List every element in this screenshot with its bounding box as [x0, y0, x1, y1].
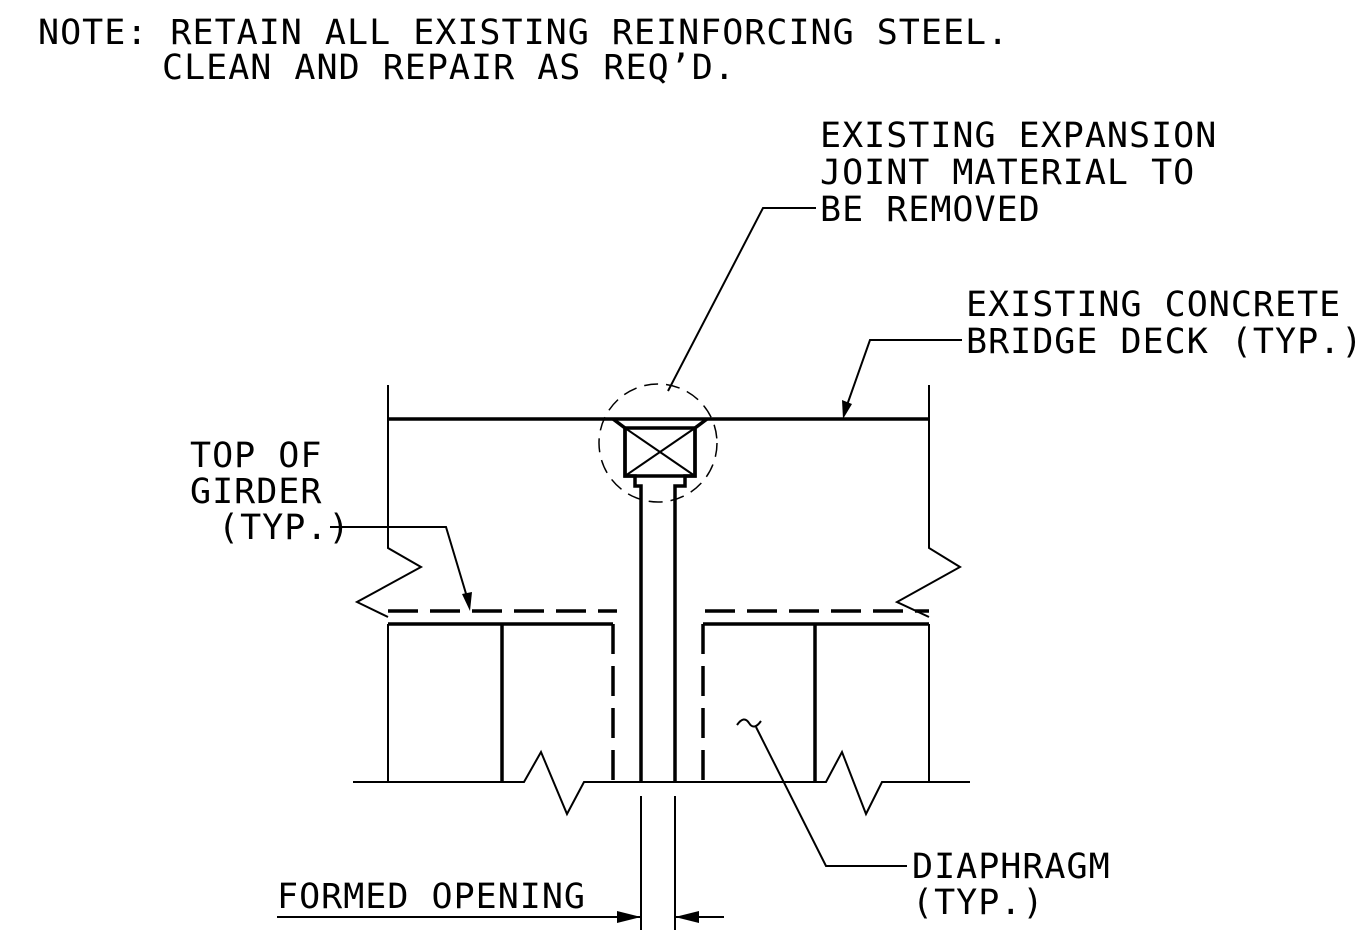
top-of-girder-text-3: (TYP.): [218, 508, 350, 548]
expansion-joint-text-2: JOINT MATERIAL TO: [820, 153, 1195, 193]
formed-opening-dimension: FORMED OPENING: [277, 796, 724, 930]
joint-detail-circle: [598, 383, 718, 503]
expansion-joint-text-1: EXISTING EXPANSION: [820, 116, 1217, 156]
note-line-1: NOTE: RETAIN ALL EXISTING REINFORCING ST…: [38, 13, 1009, 53]
top-of-girder-arrow: [462, 592, 472, 611]
note-line-2: CLEAN AND REPAIR AS REQ’D.: [162, 48, 736, 88]
opening-arrow-left: [617, 911, 641, 923]
callout-top-of-girder: TOP OF GIRDER (TYP.): [190, 436, 472, 611]
girder-tops: [388, 609, 929, 626]
opening-arrow-right: [675, 911, 699, 923]
diaphragms: [353, 624, 970, 817]
bridge-deck-section: [354, 385, 962, 618]
top-of-girder-text-1: TOP OF: [190, 436, 322, 476]
joint-material-cross-b: [624, 427, 696, 477]
bridge-deck-leader: [845, 339, 962, 409]
diaphragm-text-1: DIAPHRAGM: [912, 847, 1111, 887]
diaphragm-marker: [736, 718, 762, 728]
diaphragm-text-2: (TYP.): [912, 883, 1044, 923]
diaphragm-leader: [755, 726, 907, 867]
bridge-deck-text-2: BRIDGE DECK (TYP.): [966, 322, 1363, 362]
top-of-girder-leader: [330, 526, 468, 598]
bottom-break-line: [353, 749, 970, 817]
callout-expansion-joint: EXISTING EXPANSION JOINT MATERIAL TO BE …: [667, 116, 1217, 392]
joint-material-box: [623, 426, 697, 478]
deck-left-break-line: [354, 385, 424, 618]
bridge-deck-arrow: [842, 400, 852, 419]
formed-opening-label: FORMED OPENING: [277, 877, 586, 917]
top-of-girder-text-2: GIRDER: [190, 472, 322, 512]
expansion-joint: [598, 383, 718, 782]
bridge-deck-text-1: EXISTING CONCRETE: [966, 285, 1341, 325]
callout-bridge-deck: EXISTING CONCRETE BRIDGE DECK (TYP.): [842, 285, 1363, 419]
expansion-joint-leader: [667, 207, 816, 392]
callout-diaphragm: DIAPHRAGM (TYP.): [755, 726, 1111, 923]
deck-right-break-line: [894, 385, 962, 618]
expansion-joint-text-3: BE REMOVED: [820, 190, 1041, 230]
